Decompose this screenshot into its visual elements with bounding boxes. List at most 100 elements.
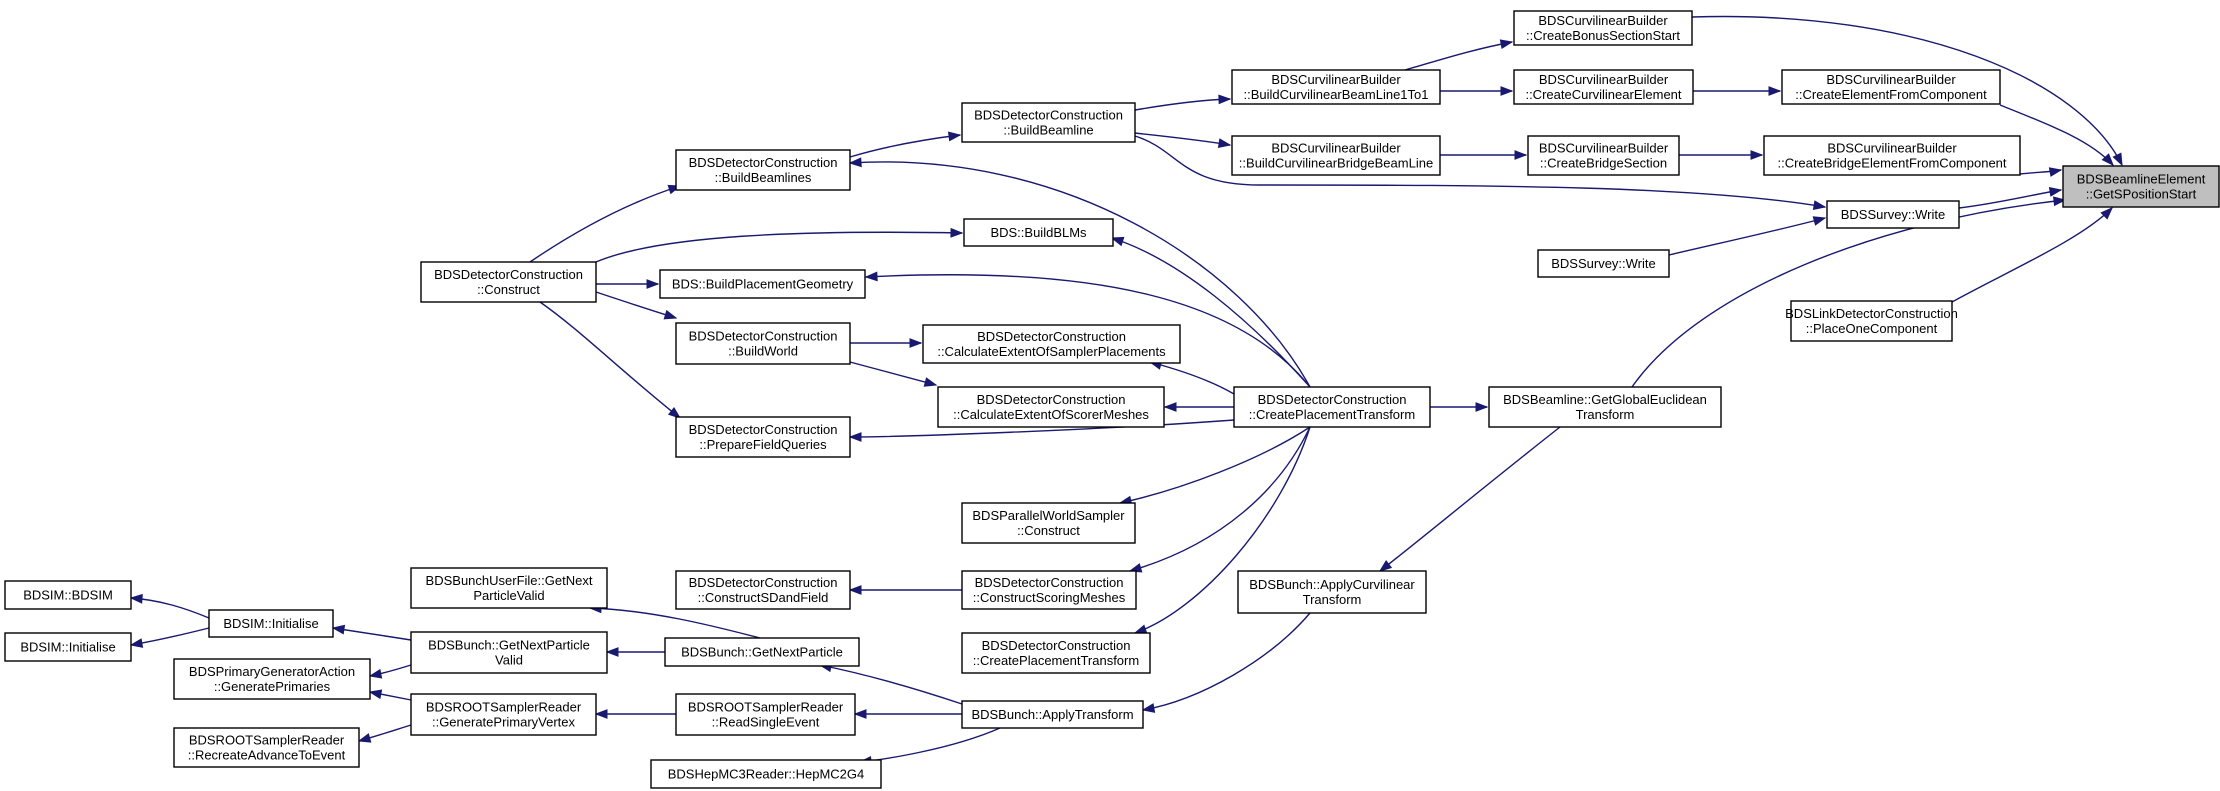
node-layer: BDSBeamlineElement::GetSPositionStartBDS… (4, 10, 2220, 789)
node-label-line: BDSROOTSamplerReader (688, 700, 844, 715)
node-bds-buildplacementgeometry[interactable]: BDS::BuildPlacementGeometry (659, 269, 866, 299)
node-label-line: ::Construct (1017, 523, 1080, 538)
node-label-line: BDSBeamlineElement (2077, 172, 2206, 187)
arrow-head-icon (357, 733, 372, 743)
node-label-line: BDSIM::Initialise (20, 640, 115, 655)
node-label-line: ::ConstructScoringMeshes (973, 590, 1126, 605)
node-label-line: Transform (1303, 592, 1362, 607)
edge-bdsbeamline-getglobaleuclidean-transform-to-bdsbunch-applycurvilinear-transform (1379, 426, 1561, 572)
node-label-line: BDSBunchUserFile::GetNext (426, 573, 593, 588)
edge-bdssurvey-write-to-bdsbeamlineelement-getspositionstart (1958, 189, 2062, 209)
node-label-line: ::CreateBridgeSection (1540, 156, 1667, 171)
node-bdsbeamlineelement-getspositionstart[interactable]: BDSBeamlineElement::GetSPositionStart (2062, 165, 2220, 208)
node-bdssurvey-write[interactable]: BDSSurvey::Write (1826, 200, 1960, 229)
node-bdssurvey-write[interactable]: BDSSurvey::Write (1537, 249, 1670, 278)
node-label-line: BDSDetectorConstruction (689, 422, 838, 437)
node-label-line: BDSDetectorConstruction (689, 575, 838, 590)
edge-bdsdetectorconstruction-createplacementtransform-to-bdsdetectorconstruction-createplacementtransform (1134, 426, 1311, 634)
node-label-line: BDSDetectorConstruction (982, 638, 1131, 653)
node-bdsdetectorconstruction-createplacementtransform[interactable]: BDSDetectorConstruction::CreatePlacement… (1233, 386, 1431, 428)
node-label-line: ::PrepareFieldQueries (699, 437, 827, 452)
node-label-line: BDSDetectorConstruction (974, 108, 1123, 123)
node-box (420, 261, 597, 303)
node-bdscurvilinearbuilder-createbonussectionstart[interactable]: BDSCurvilinearBuilder::CreateBonusSectio… (1513, 10, 1693, 46)
node-label-line: ::CreatePlacementTransform (1249, 407, 1415, 422)
edge-bdscurvilinearbuilder-createelementfromcomponent-to-bdsbeamlineelement-getspositionstart (1999, 104, 2114, 166)
node-label-line: BDSBunch::GetNextParticle (428, 638, 590, 653)
node-label-line: ::PlaceOneComponent (1806, 321, 1938, 336)
arrow-head-icon (853, 709, 867, 719)
node-bdscurvilinearbuilder-buildcurvilinearbridgebeamline[interactable]: BDSCurvilinearBuilder::BuildCurvilinearB… (1231, 135, 1441, 176)
node-bdscurvilinearbuilder-createbridgeelementfromcomponent[interactable]: BDSCurvilinearBuilder::CreateBridgeEleme… (1763, 135, 2021, 176)
node-label-line: ::BuildCurvilinearBeamLine1To1 (1244, 87, 1429, 102)
node-box (4, 632, 132, 662)
node-bdslinkdetectorconstruction-placeonecomponent[interactable]: BDSLinkDetectorConstruction::PlaceOneCom… (1785, 300, 1958, 342)
node-bdsdetectorconstruction-buildbeamline[interactable]: BDSDetectorConstruction::BuildBeamline (961, 102, 1136, 143)
node-bdscurvilinearbuilder-buildcurvilinearbeamline1to1[interactable]: BDSCurvilinearBuilder::BuildCurvilinearB… (1231, 69, 1441, 105)
arrow-head-icon (947, 131, 962, 142)
edge-bdsdetectorconstruction-construct-to-bdsdetectorconstruction-preparefieldqueries (539, 301, 681, 419)
node-label-line: BDSDetectorConstruction (689, 329, 838, 344)
node-bdsrootsamplerreader-readsingleevent[interactable]: BDSROOTSamplerReader::ReadSingleEvent (675, 693, 856, 736)
node-bdsim-initialise[interactable]: BDSIM::Initialise (208, 609, 334, 638)
node-label-line: ::CreatePlacementTransform (973, 653, 1139, 668)
node-bdsprimarygeneratoraction-generateprimaries[interactable]: BDSPrimaryGeneratorAction::GeneratePrima… (173, 658, 371, 700)
node-label-line: BDSCurvilinearBuilder (1538, 13, 1668, 28)
node-bdsparallelworldsampler-construct[interactable]: BDSParallelWorldSampler::Construct (961, 502, 1136, 544)
node-bdscurvilinearbuilder-createcurvilinearelement[interactable]: BDSCurvilinearBuilder::CreateCurvilinear… (1513, 69, 1694, 105)
arrow-head-icon (331, 624, 346, 635)
node-bdsdetectorconstruction-calculateextentofsamplerplacements[interactable]: BDSDetectorConstruction::CalculateExtent… (922, 324, 1181, 364)
edge-bdsdetectorconstruction-construct-to-bdsdetectorconstruction-buildbeamlines (529, 185, 681, 263)
node-label-line: ::BuildCurvilinearBridgeBeamLine (1239, 156, 1433, 171)
node-bdsdetectorconstruction-buildbeamlines[interactable]: BDSDetectorConstruction::BuildBeamlines (675, 149, 851, 191)
node-bdshepmc3reader-hepmc2g4[interactable]: BDSHepMC3Reader::HepMC2G4 (650, 759, 882, 789)
node-bdsdetectorconstruction-preparefieldqueries[interactable]: BDSDetectorConstruction::PrepareFieldQue… (675, 416, 851, 458)
node-label-line: ::BuildBeamlines (715, 170, 812, 185)
node-label-line: BDSBeamline::GetGlobalEuclidean (1503, 392, 1707, 407)
node-label-line: BDSBunch::ApplyTransform (971, 707, 1133, 722)
node-bds-buildblms[interactable]: BDS::BuildBLMs (963, 218, 1114, 247)
edge-bdsdetectorconstruction-createplacementtransform-to-bdsparallelworldsampler-construct (1119, 426, 1311, 504)
node-bdsdetectorconstruction-createplacementtransform[interactable]: BDSDetectorConstruction::CreatePlacement… (961, 632, 1151, 674)
node-bdsdetectorconstruction-constructscoringmeshes[interactable]: BDSDetectorConstruction::ConstructScorin… (961, 570, 1137, 610)
node-box (1763, 135, 2021, 176)
arrow-head-icon (1500, 86, 1514, 96)
node-bdscurvilinearbuilder-createbridgesection[interactable]: BDSCurvilinearBuilder::CreateBridgeSecti… (1527, 135, 1680, 176)
node-label-line: BDSCurvilinearBuilder (1539, 72, 1669, 87)
node-bdsdetectorconstruction-constructsdandfield[interactable]: BDSDetectorConstruction::ConstructSDandF… (675, 570, 851, 610)
node-bdsrootsamplerreader-recreateadvancetoevent[interactable]: BDSROOTSamplerReader::RecreateAdvanceToE… (173, 727, 360, 768)
node-bdsdetectorconstruction-calculateextentofscorermeshes[interactable]: BDSDetectorConstruction::CalculateExtent… (937, 386, 1165, 428)
edge-bdsbunch-applycurvilinear-transform-to-bdsbunch-applytransform (1142, 612, 1311, 711)
node-label-line: BDSCurvilinearBuilder (1827, 141, 1957, 156)
node-box (675, 322, 851, 365)
node-bdscurvilinearbuilder-createelementfromcomponent[interactable]: BDSCurvilinearBuilder::CreateElementFrom… (1781, 69, 2001, 105)
node-label-line: BDSROOTSamplerReader (426, 700, 582, 715)
node-box (1488, 386, 1722, 428)
node-bdsrootsamplerreader-generateprimaryvertex[interactable]: BDSROOTSamplerReader::GeneratePrimaryVer… (410, 693, 597, 736)
node-box (1231, 135, 1441, 176)
arrow-head-icon (1378, 560, 1393, 572)
arrow-head-icon (1475, 402, 1489, 412)
node-box (659, 269, 866, 299)
node-bdsim-bdsim[interactable]: BDSIM::BDSIM (4, 580, 132, 610)
node-box (410, 693, 597, 736)
node-bdsim-initialise[interactable]: BDSIM::Initialise (4, 632, 132, 662)
node-bdsdetectorconstruction-buildworld[interactable]: BDSDetectorConstruction::BuildWorld (675, 322, 851, 365)
node-box (650, 759, 882, 789)
node-label-line: BDSIM::Initialise (223, 616, 318, 631)
edge-layer (129, 15, 2123, 766)
edge-bdscurvilinearbuilder-createbonussectionstart-to-bdsbeamlineelement-getspositionstart (1691, 15, 2123, 166)
node-label-line: ::RecreateAdvanceToEvent (188, 748, 346, 763)
node-label-line: BDSSurvey::Write (1841, 207, 1946, 222)
node-label-line: BDSROOTSamplerReader (189, 733, 345, 748)
node-bdsbunch-getnextparticle[interactable]: BDSBunch::GetNextParticle (664, 637, 860, 667)
node-bdsbunch-applytransform[interactable]: BDSBunch::ApplyTransform (961, 700, 1144, 729)
node-bdsdetectorconstruction-construct[interactable]: BDSDetectorConstruction::Construct (420, 261, 597, 303)
edge-bdsdetectorconstruction-createplacementtransform-to-bds-buildblms (1111, 237, 1311, 388)
arrow-head-icon (1499, 39, 1514, 49)
